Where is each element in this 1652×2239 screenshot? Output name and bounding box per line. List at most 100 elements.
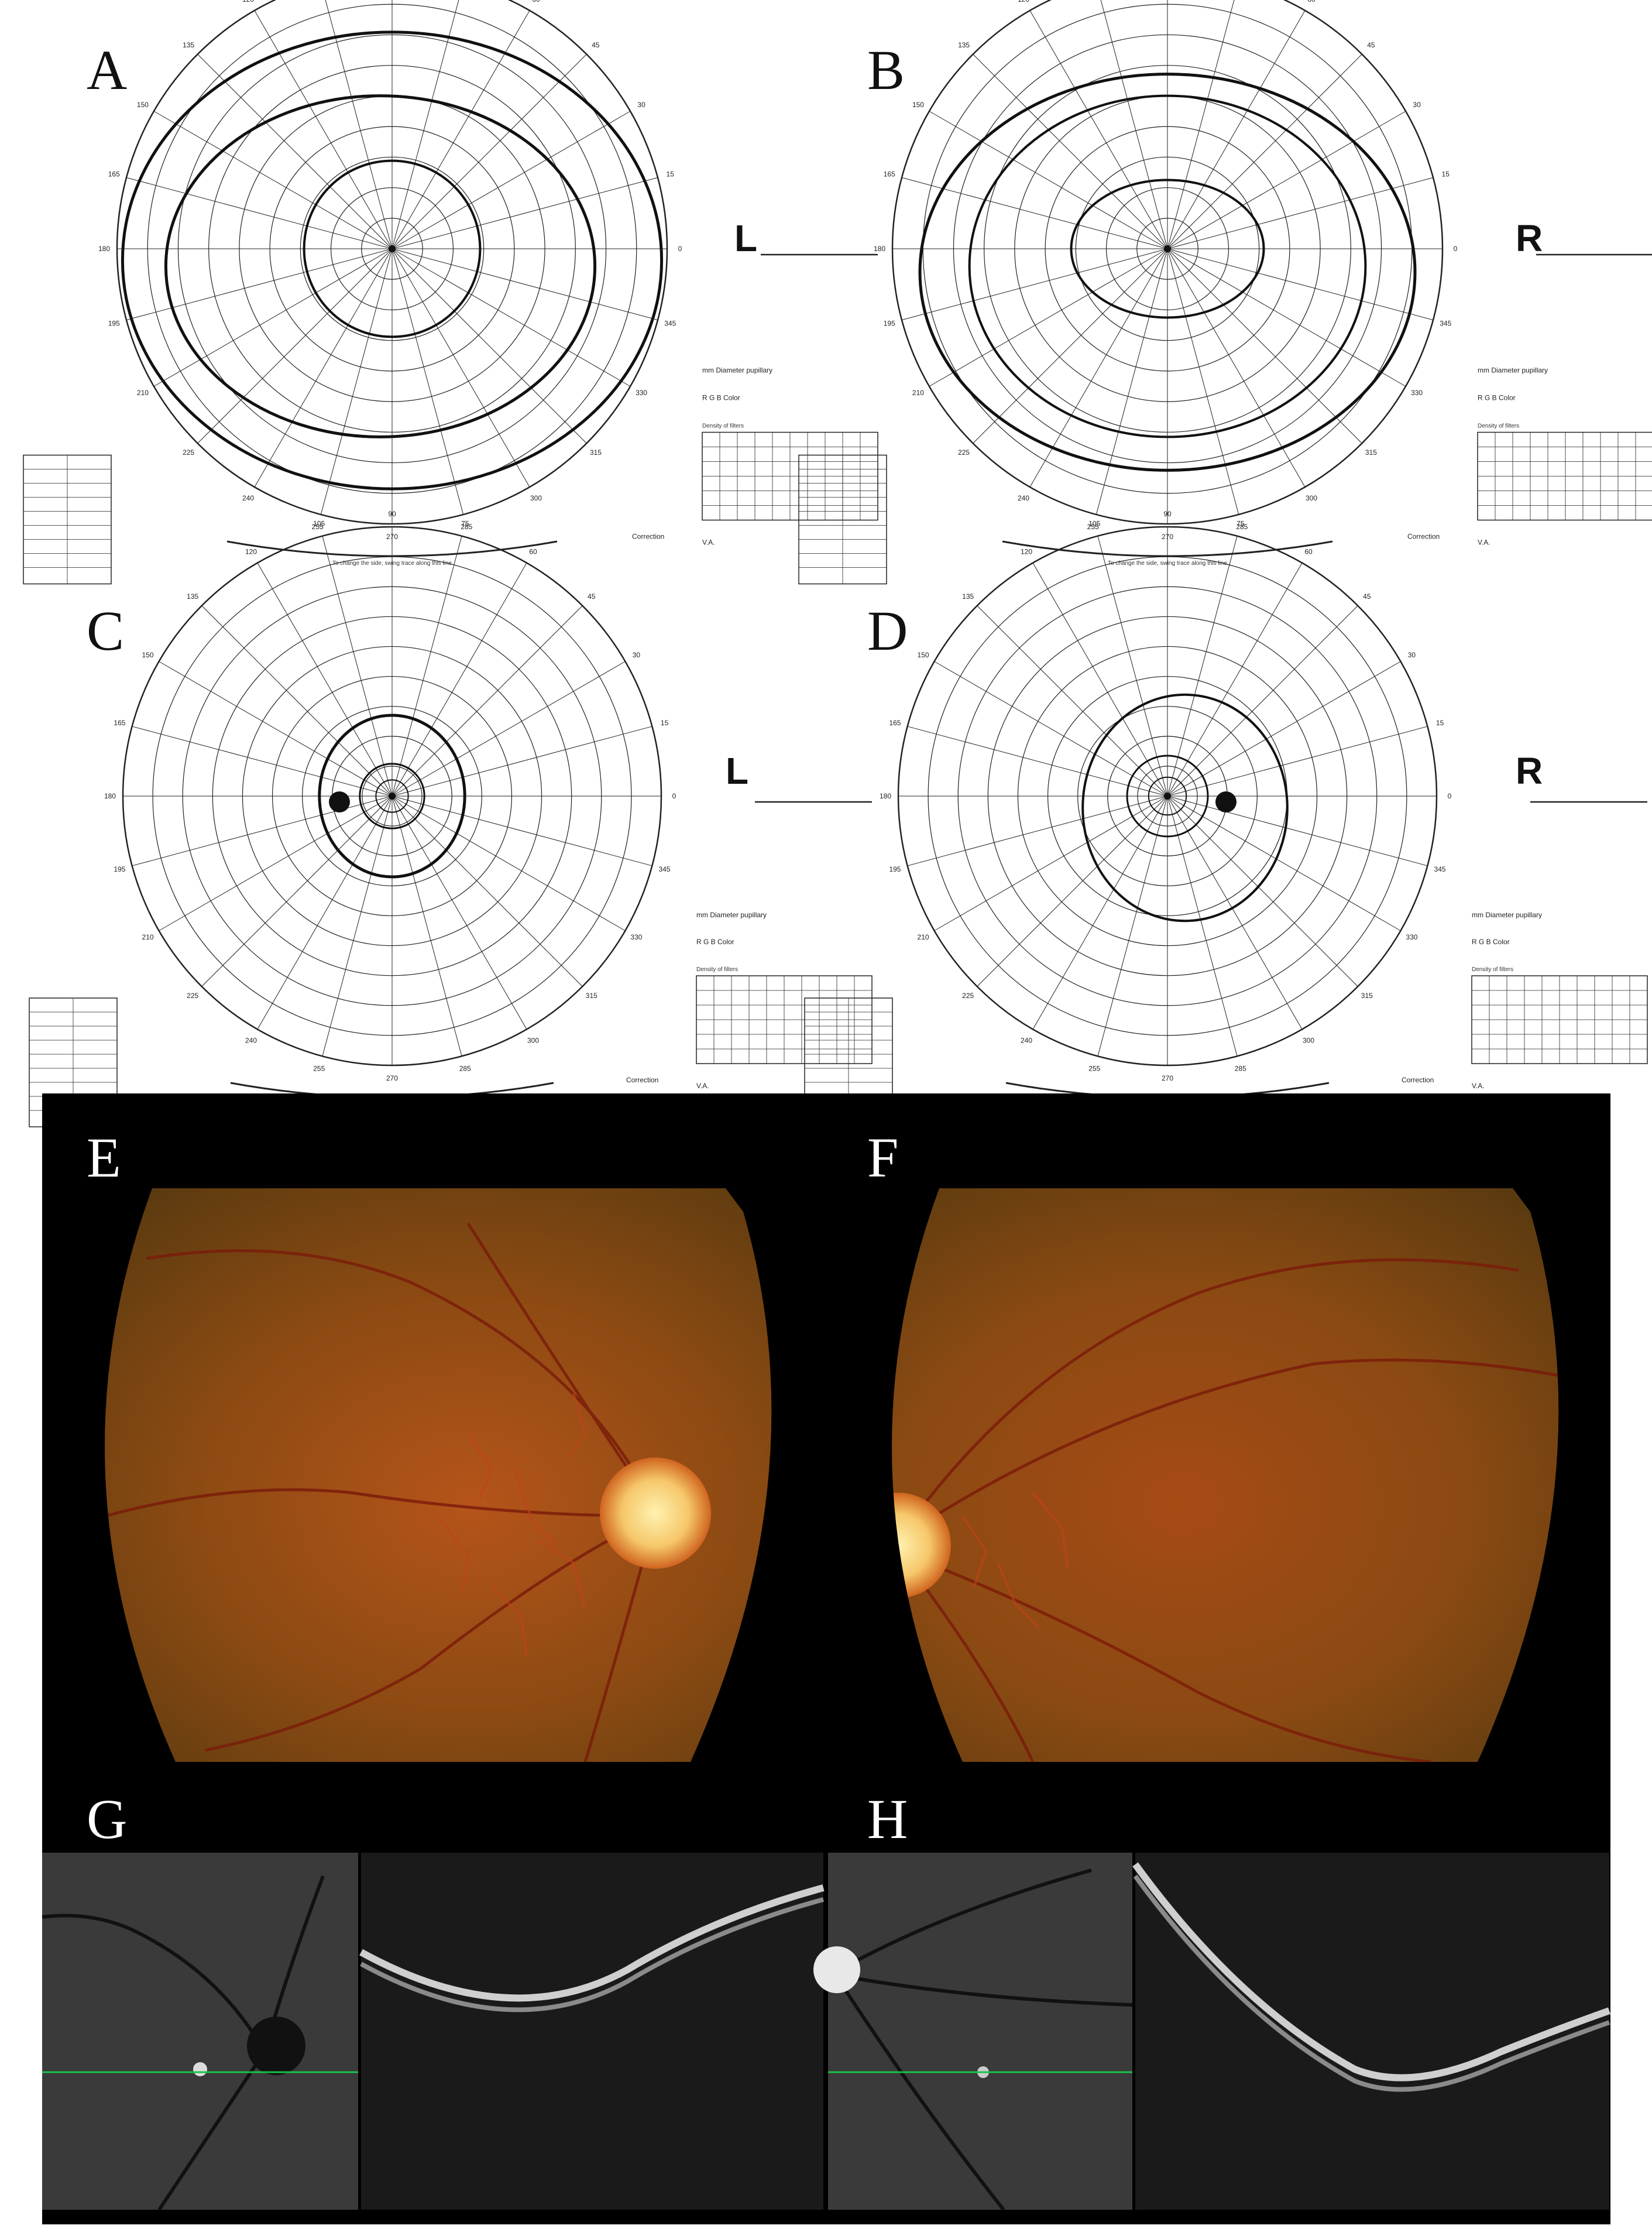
grid-meridian (1167, 0, 1235, 249)
panel-label-d: D (867, 599, 908, 662)
grid-meridian (1097, 796, 1168, 1057)
meridian-label: 90 (388, 510, 396, 518)
isopter-line (121, 30, 664, 491)
meridian-label: 315 (586, 992, 597, 1000)
grid-meridian (159, 796, 393, 931)
field-grid: 0153045607590105120135150165180195210225… (880, 510, 1452, 1082)
grid-meridian (391, 54, 587, 249)
meridian-label: 240 (1021, 1036, 1032, 1044)
va-text: V.A. (1472, 1082, 1485, 1090)
meridian-label: 120 (1021, 548, 1032, 556)
correction-text: Correction (1402, 1076, 1434, 1084)
meridian-label: 255 (1088, 1065, 1100, 1073)
grid-meridian (159, 661, 393, 797)
grid-meridian (126, 177, 393, 249)
meridian-label: 300 (530, 494, 542, 502)
correction-text: Correction (626, 1076, 658, 1084)
meridian-label: 120 (245, 548, 257, 556)
grid-meridian (1167, 248, 1434, 321)
blind-spot-marker (329, 791, 350, 812)
grid-meridian (1032, 796, 1168, 1030)
visual-field-chart-c: 0153045607590105120135150165180195210225… (29, 510, 873, 1127)
isopter-line (303, 159, 482, 338)
meridian-label: 345 (1434, 865, 1446, 873)
grid-meridian (201, 605, 393, 797)
grid-meridian (391, 248, 631, 387)
grid-meridian (1097, 536, 1168, 797)
blind-spot-marker (1215, 791, 1237, 812)
grid-meridian (391, 248, 530, 488)
meridian-label: 15 (661, 719, 669, 727)
isopter-line (318, 714, 466, 879)
meridian-label: 255 (312, 523, 324, 531)
meridian-label: 135 (962, 592, 974, 601)
grid-meridian (901, 248, 1168, 321)
meridian-label: 255 (1087, 523, 1099, 531)
pupil-diameter-text: mm Diameter pupillary (1472, 911, 1542, 919)
meridian-label: 225 (962, 992, 974, 1000)
meridian-label: 285 (1236, 523, 1248, 531)
meridian-label: 180 (880, 792, 891, 800)
grid-meridian (1167, 111, 1406, 249)
correction-text: Correction (1407, 533, 1440, 541)
grid-meridian (1167, 796, 1401, 931)
meridian-label: 315 (1361, 992, 1373, 1000)
meridian-label: 330 (1411, 389, 1423, 397)
meridian-label: 60 (529, 548, 537, 556)
grid-meridian (254, 248, 393, 488)
meridian-label: 105 (313, 519, 325, 527)
meridian-label: 240 (245, 1036, 257, 1044)
grid-meridian (391, 248, 658, 321)
meridian-label: 195 (108, 319, 120, 327)
pupil-diameter-text: mm Diameter pupillary (696, 911, 767, 919)
meridian-label: 195 (114, 865, 125, 873)
meridian-label: 45 (592, 41, 600, 49)
grid-meridian (257, 563, 393, 797)
meridian-label: 135 (183, 41, 194, 49)
meridian-label: 0 (1448, 792, 1452, 800)
panel-label-e: E (87, 1126, 121, 1189)
isopter-line (1070, 179, 1265, 319)
meridian-label: 120 (242, 0, 254, 4)
pupil-diameter-text: mm Diameter pupillary (1478, 366, 1548, 375)
grid-meridian (391, 10, 530, 249)
fixation-point (389, 793, 396, 800)
meridian-label: 150 (137, 101, 149, 109)
meridian-label: 345 (1440, 319, 1451, 327)
meridian-label: 195 (884, 319, 895, 327)
meridian-label: 300 (1303, 1036, 1314, 1044)
grid-meridian (153, 248, 393, 387)
density-title: Density of filters (1472, 966, 1513, 973)
meridian-label: 330 (630, 933, 642, 941)
meridian-label: 225 (958, 448, 970, 457)
grid-meridian (391, 796, 652, 866)
grid-meridian (391, 111, 631, 249)
eye-label-a: L (734, 217, 758, 259)
eye-label-c: L (726, 750, 749, 792)
meridian-label: 180 (104, 792, 116, 800)
meridian-label: 45 (1363, 592, 1371, 601)
fundus-photo-right (892, 1188, 1559, 1762)
meridian-label: 210 (918, 933, 929, 941)
meridian-label: 225 (183, 448, 194, 457)
grid-meridian (1029, 10, 1168, 249)
grid-meridian (391, 248, 464, 515)
grid-meridian (1167, 796, 1238, 1057)
grid-meridian (322, 536, 393, 797)
panel-label-f: F (867, 1126, 899, 1189)
meridian-label: 30 (1413, 101, 1421, 109)
meridian-label: 30 (633, 651, 641, 659)
meridian-label: 90 (1163, 510, 1172, 518)
meridian-label: 330 (636, 389, 647, 397)
meridian-label: 60 (1307, 0, 1316, 4)
grid-meridian (325, 0, 393, 249)
meridian-label: 45 (1367, 41, 1375, 49)
meridian-label: 105 (1088, 519, 1100, 527)
va-text: V.A. (1478, 539, 1490, 547)
grid-meridian (1167, 661, 1401, 797)
fundus-photo-left (105, 1188, 772, 1762)
meridian-label: 285 (459, 1065, 471, 1073)
panel-label-h: H (867, 1788, 908, 1850)
grid-meridian (391, 661, 626, 797)
isopter-line (1081, 693, 1289, 923)
